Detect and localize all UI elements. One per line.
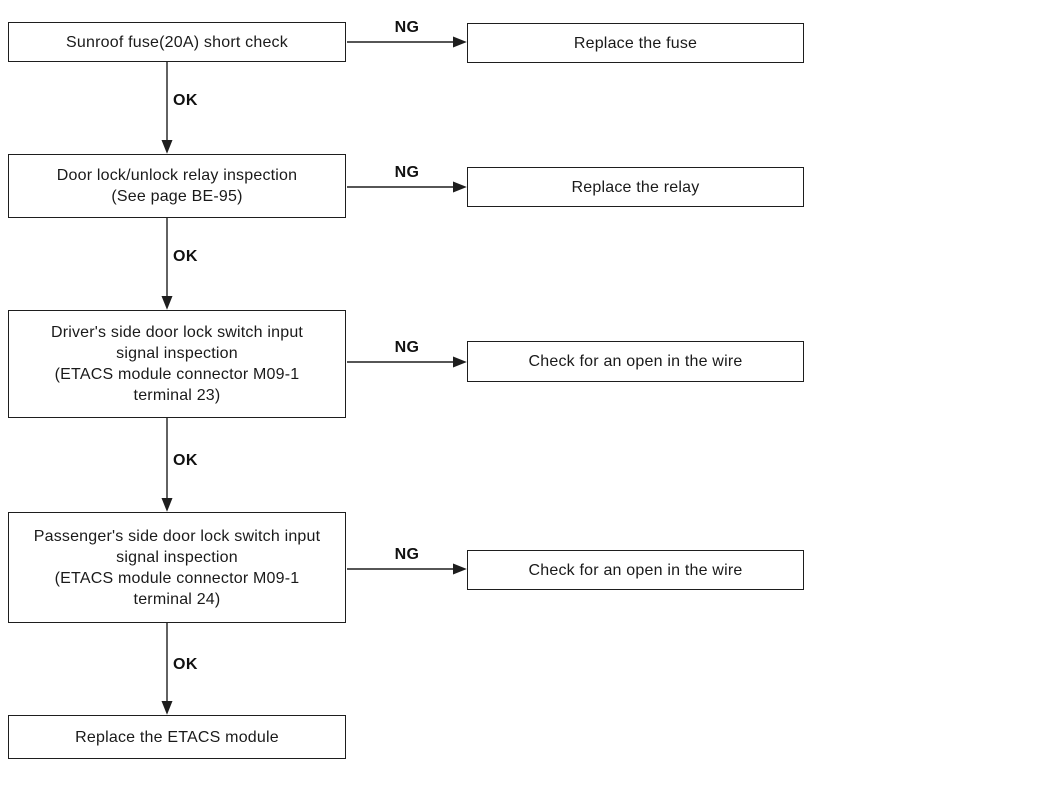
check-box-1: Sunroof fuse(20A) short check [8, 22, 346, 62]
ng-label-2: NG [394, 164, 420, 181]
ok-label-4: OK [173, 656, 198, 673]
ng-label-4: NG [394, 546, 420, 563]
action-box-2: Replace the relay [467, 167, 804, 207]
ng-label-3: NG [394, 339, 420, 356]
check-box-3: Driver's side door lock switch input sig… [8, 310, 346, 418]
action-box-3: Check for an open in the wire [467, 341, 804, 382]
action-box-1: Replace the fuse [467, 23, 804, 63]
check-box-4: Passenger's side door lock switch input … [8, 512, 346, 623]
action-box-4: Check for an open in the wire [467, 550, 804, 590]
ok-label-3: OK [173, 452, 198, 469]
ok-label-1: OK [173, 92, 198, 109]
ok-label-2: OK [173, 248, 198, 265]
ng-label-1: NG [394, 19, 420, 36]
final-action-box: Replace the ETACS module [8, 715, 346, 759]
check-box-2: Door lock/unlock relay inspection (See p… [8, 154, 346, 218]
